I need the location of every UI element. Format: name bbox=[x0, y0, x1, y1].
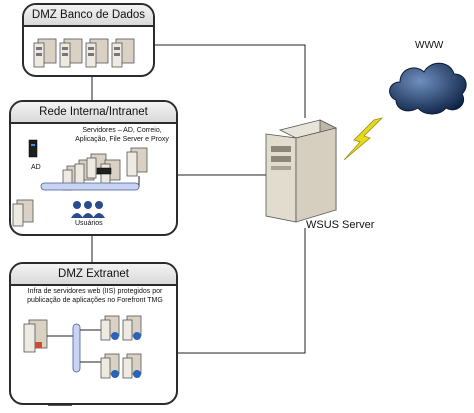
zone-dmz-database: DMZ Banco de Dados bbox=[22, 3, 155, 77]
web-server-icon bbox=[122, 353, 142, 379]
web-server-icon bbox=[100, 353, 120, 379]
zone-intranet: Rede Interna/Intranet Servidores – AD, C… bbox=[9, 100, 178, 236]
workstation-icon bbox=[12, 199, 34, 227]
router-icon bbox=[96, 167, 112, 175]
web-server-icon bbox=[100, 315, 120, 341]
server-icon bbox=[111, 38, 135, 68]
server-icon bbox=[59, 38, 83, 68]
intranet-devices bbox=[12, 139, 148, 227]
zone-title: Rede Interna/Intranet bbox=[11, 102, 176, 124]
wsus-label: WSUS Server bbox=[306, 219, 375, 231]
line-extranet-to-wsus bbox=[178, 228, 306, 354]
tmg-server-icon bbox=[23, 319, 48, 353]
wsus-server-icon bbox=[265, 119, 338, 223]
ad-label: AD bbox=[31, 164, 41, 171]
zone-title: DMZ Extranet bbox=[11, 264, 176, 286]
lightning-icon bbox=[343, 117, 384, 161]
network-bus bbox=[72, 323, 81, 373]
extranet-description: Infra de servidores web (IIS) protegidos… bbox=[27, 288, 163, 304]
internet-label: WWW bbox=[415, 40, 444, 51]
users-icon bbox=[71, 201, 105, 218]
ad-server-icon bbox=[28, 139, 38, 158]
server-icon bbox=[33, 38, 57, 68]
extranet-devices bbox=[23, 315, 142, 379]
web-server-icon bbox=[122, 315, 142, 341]
server-icon bbox=[85, 38, 109, 68]
line-db-to-wsus bbox=[155, 44, 306, 118]
zone-title: DMZ Banco de Dados bbox=[24, 5, 153, 27]
servers-description: Servidores – AD, Correio, Aplicação, Fil… bbox=[75, 127, 169, 143]
zone-dmz-extranet: DMZ Extranet Infra de servidores web (II… bbox=[9, 262, 178, 405]
database-servers bbox=[33, 38, 135, 68]
network-bus bbox=[40, 182, 140, 191]
proxy-server-icon bbox=[126, 147, 148, 177]
users-label: Usuários bbox=[75, 220, 103, 227]
cloud-icon bbox=[389, 62, 467, 115]
